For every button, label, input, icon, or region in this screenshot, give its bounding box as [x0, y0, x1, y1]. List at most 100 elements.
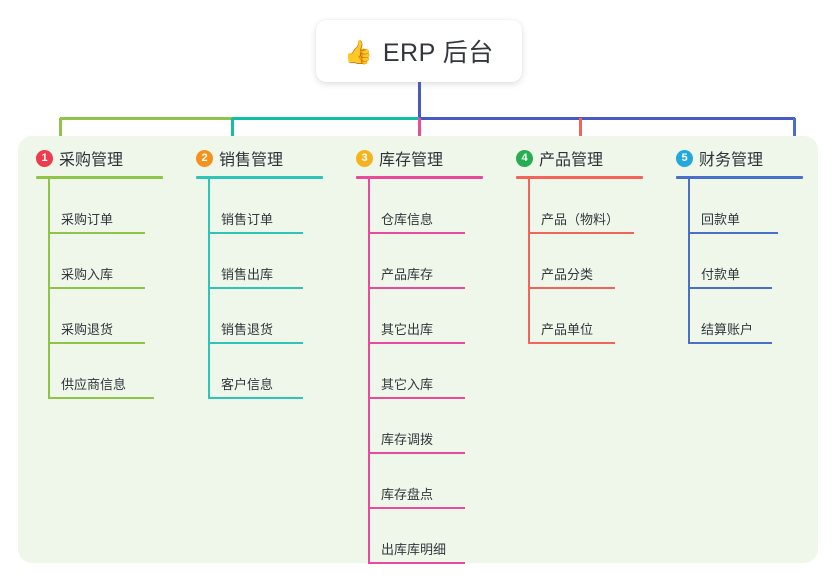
leaf-item[interactable]: 产品单位	[528, 289, 658, 344]
leaf-label: 客户信息	[221, 377, 274, 392]
leaf-spine	[528, 179, 530, 344]
leaf-rule	[368, 232, 465, 234]
leaf-item[interactable]: 其它入库	[368, 344, 498, 399]
leaf-rule	[48, 287, 145, 289]
leaf-rule	[208, 397, 303, 399]
leaf-rule	[368, 507, 465, 509]
branch-header[interactable]: 5 财务管理	[676, 145, 818, 171]
leaf-rule	[528, 342, 615, 344]
leaf-rule	[208, 342, 303, 344]
branch-column-sales: 2 销售管理 销售订单 销售出库 销售退货 客户信息	[178, 136, 338, 563]
leaf-rule	[688, 287, 772, 289]
leaf-label: 其它出库	[381, 322, 434, 337]
leaf-list: 销售订单 销售出库 销售退货 客户信息	[196, 179, 338, 399]
branch-badge: 1	[36, 149, 53, 167]
leaf-list: 仓库信息 产品库存 其它出库 其它入库 库存调拨	[356, 179, 498, 564]
leaf-label: 采购退货	[61, 322, 114, 337]
columns-container: 1 采购管理 采购订单 采购入库 采购退货 供应商信	[18, 136, 818, 564]
leaf-label: 产品库存	[381, 267, 434, 282]
leaf-rule	[48, 342, 145, 344]
leaf-label: 库存盘点	[381, 487, 434, 502]
leaf-item[interactable]: 供应商信息	[48, 344, 178, 399]
leaf-label: 产品分类	[541, 267, 594, 282]
leaf-item[interactable]: 回款单	[688, 179, 818, 234]
leaf-label: 付款单	[701, 267, 741, 282]
leaf-item[interactable]: 其它出库	[368, 289, 498, 344]
leaf-rule	[368, 287, 465, 289]
leaf-item[interactable]: 销售出库	[208, 234, 338, 289]
leaf-spine	[368, 179, 370, 564]
leaf-item[interactable]: 结算账户	[688, 289, 818, 344]
leaf-item[interactable]: 付款单	[688, 234, 818, 289]
branch-badge: 4	[516, 149, 533, 167]
branch-underline	[676, 176, 803, 179]
leaf-item[interactable]: 仓库信息	[368, 179, 498, 234]
leaf-list: 采购订单 采购入库 采购退货 供应商信息	[36, 179, 178, 399]
leaf-item[interactable]: 销售订单	[208, 179, 338, 234]
leaf-item[interactable]: 产品分类	[528, 234, 658, 289]
branch-underline	[356, 176, 483, 179]
branch-underline	[196, 176, 323, 179]
leaf-label: 产品单位	[541, 322, 594, 337]
leaf-label: 仓库信息	[381, 212, 434, 227]
leaf-item[interactable]: 采购入库	[48, 234, 178, 289]
branch-header[interactable]: 3 库存管理	[356, 145, 498, 171]
branch-badge: 2	[196, 149, 213, 167]
leaf-rule	[368, 452, 465, 454]
leaf-rule	[528, 232, 634, 234]
branch-underline	[36, 176, 163, 179]
leaf-rule	[208, 287, 303, 289]
leaf-item[interactable]: 产品（物料）	[528, 179, 658, 234]
leaf-rule	[208, 232, 303, 234]
branch-header[interactable]: 2 销售管理	[196, 145, 338, 171]
leaf-label: 采购入库	[61, 267, 114, 282]
leaf-item[interactable]: 库存盘点	[368, 454, 498, 509]
branch-header[interactable]: 1 采购管理	[36, 145, 178, 171]
leaf-item[interactable]: 销售退货	[208, 289, 338, 344]
branch-column-purchasing: 1 采购管理 采购订单 采购入库 采购退货 供应商信	[18, 136, 178, 563]
leaf-label: 销售订单	[221, 212, 274, 227]
root-node[interactable]: 👍 ERP 后台	[316, 20, 522, 82]
leaf-item[interactable]: 采购退货	[48, 289, 178, 344]
leaf-item[interactable]: 库存调拨	[368, 399, 498, 454]
leaf-rule	[48, 232, 145, 234]
leaf-rule	[528, 287, 615, 289]
branch-title: 销售管理	[219, 152, 284, 169]
branch-badge: 3	[356, 149, 373, 167]
leaf-rule	[688, 232, 778, 234]
branch-header[interactable]: 4 产品管理	[516, 145, 658, 171]
leaf-item[interactable]: 采购订单	[48, 179, 178, 234]
branch-underline	[516, 176, 643, 179]
leaf-label: 结算账户	[701, 322, 754, 337]
leaf-label: 销售出库	[221, 267, 274, 282]
leaf-rule	[368, 397, 465, 399]
branch-badge: 5	[676, 149, 693, 167]
leaf-list: 产品（物料） 产品分类 产品单位	[516, 179, 658, 344]
leaf-label: 回款单	[701, 212, 741, 227]
branch-column-inventory: 3 库存管理 仓库信息 产品库存 其它出库 其它入库	[338, 136, 498, 564]
leaf-rule	[368, 342, 465, 344]
leaf-item[interactable]: 出库库明细	[368, 509, 498, 564]
leaf-rule	[48, 397, 154, 399]
branch-title: 财务管理	[699, 152, 764, 169]
leaf-label: 库存调拨	[381, 432, 434, 447]
leaf-label: 销售退货	[221, 322, 274, 337]
leaf-spine	[208, 179, 210, 399]
branch-title: 产品管理	[539, 152, 604, 169]
content-panel	[18, 136, 818, 563]
leaf-label: 供应商信息	[61, 377, 127, 392]
leaf-item[interactable]: 产品库存	[368, 234, 498, 289]
root-title: ERP 后台	[382, 39, 494, 67]
branch-title: 采购管理	[59, 152, 124, 169]
branch-column-product: 4 产品管理 产品（物料） 产品分类 产品单位	[498, 136, 658, 563]
leaf-spine	[48, 179, 50, 399]
leaf-item[interactable]: 客户信息	[208, 344, 338, 399]
leaf-label: 出库库明细	[381, 542, 447, 557]
leaf-label: 其它入库	[381, 377, 434, 392]
leaf-label: 产品（物料）	[541, 212, 620, 227]
branch-column-finance: 5 财务管理 回款单 付款单 结算账户	[658, 136, 818, 563]
leaf-rule	[688, 342, 772, 344]
branch-title: 库存管理	[379, 152, 444, 169]
thumbs-up-icon: 👍	[344, 38, 373, 65]
